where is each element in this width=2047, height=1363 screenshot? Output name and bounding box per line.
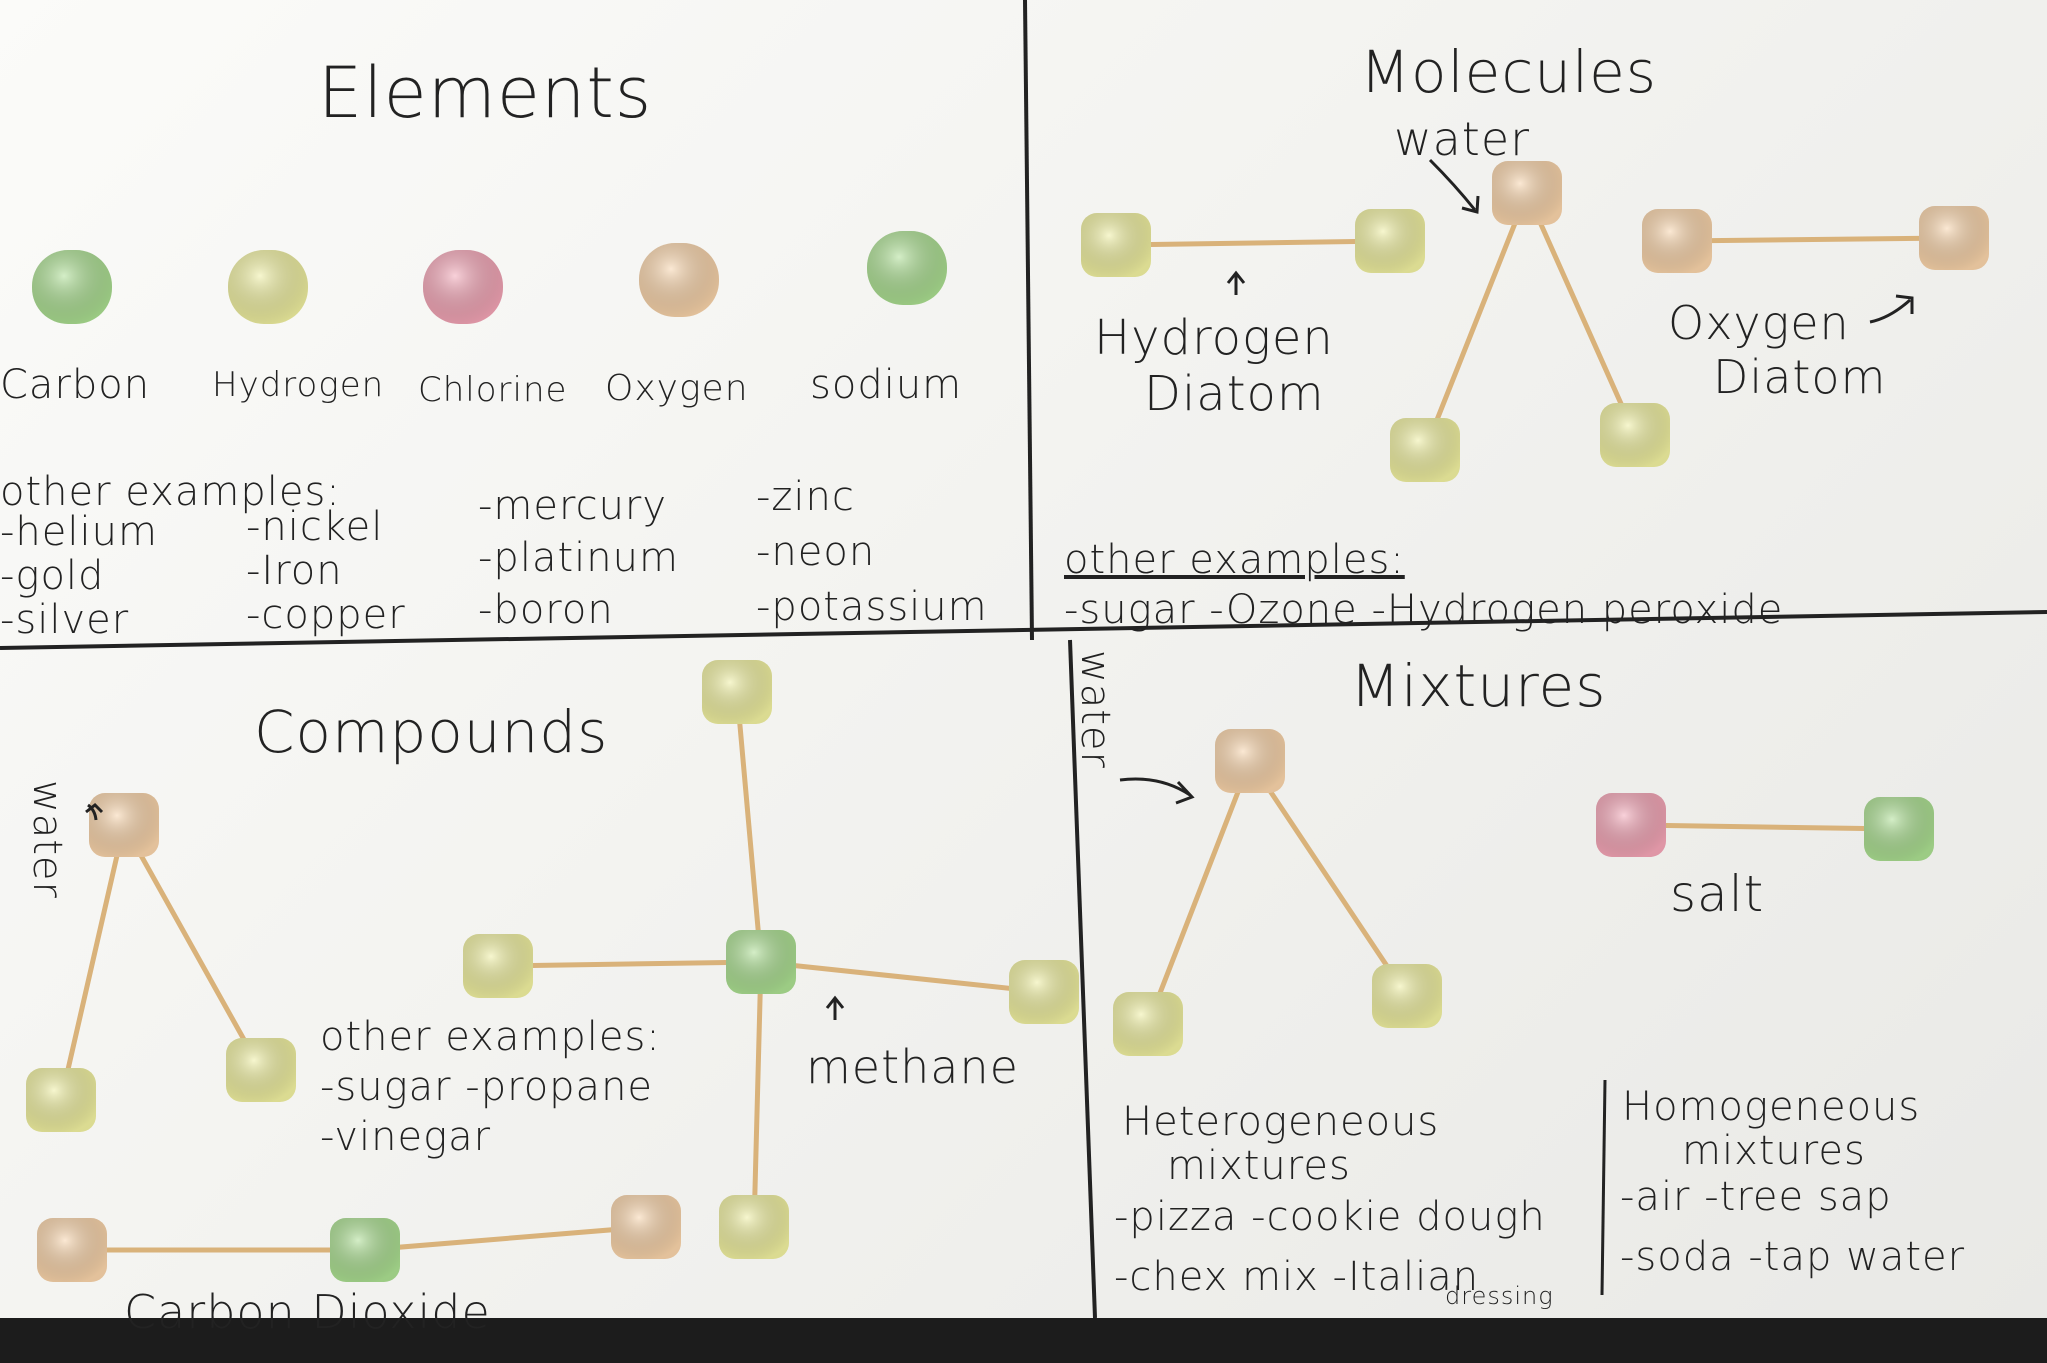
toothpick — [734, 689, 764, 965]
divider-mixtures — [1600, 1079, 1607, 1296]
sodium-label: sodium — [810, 362, 963, 408]
elements-other-col2: -nickel-Iron-copper — [246, 504, 406, 638]
toothpick — [362, 1224, 649, 1253]
chlorine-label: Chlorine — [418, 370, 568, 410]
marshmallow — [228, 250, 308, 324]
toothpick — [1145, 758, 1253, 1027]
carbon-dioxide-label: Carbon Dioxide — [124, 1285, 491, 1339]
poster-drawing — [0, 0, 2047, 1318]
marshmallow — [702, 660, 772, 724]
marshmallow — [1642, 209, 1712, 273]
molecules-title: Molecules — [1360, 38, 1657, 106]
mixtures-water-label: water — [1072, 650, 1118, 769]
molecules-water-label: water — [1394, 112, 1531, 166]
marshmallow — [1596, 793, 1666, 857]
toothpick — [1247, 758, 1410, 999]
elements-other-col1: -helium-gold-silver — [0, 509, 158, 643]
marshmallow — [26, 1068, 96, 1132]
homogeneous-line1: -air -tree sap — [1620, 1174, 1892, 1220]
marshmallow — [1081, 213, 1151, 277]
marshmallow — [423, 250, 503, 324]
marshmallow — [463, 934, 533, 998]
marshmallow — [37, 1218, 107, 1282]
toothpick — [58, 822, 127, 1103]
divider-vertical-top — [1023, 0, 1034, 641]
marshmallow — [1113, 992, 1183, 1056]
carbon-label: Carbon — [0, 362, 151, 408]
homogeneous-line2: -soda -tap water — [1620, 1234, 1966, 1280]
poster: Elements Carbon Hydrogen Chlorine Oxygen… — [0, 0, 2047, 1318]
mixtures-title: Mixtures — [1350, 652, 1607, 720]
compounds-other-line1: -sugar -propane — [320, 1064, 654, 1110]
marshmallow — [1390, 418, 1460, 482]
salt-label: salt — [1670, 865, 1765, 923]
toothpick — [1674, 235, 1957, 244]
oxygen-label: Oxygen — [605, 368, 749, 409]
heterogeneous-line2b: dressing — [1445, 1282, 1554, 1310]
molecules-other-line: -sugar -Ozone -Hydrogen peroxide — [1064, 587, 1784, 633]
heterogeneous-line1: -pizza -cookie dough — [1114, 1194, 1546, 1240]
marshmallow — [1864, 797, 1934, 861]
marshmallow — [1919, 206, 1989, 270]
marshmallow — [330, 1218, 400, 1282]
molecules-other-heading: other examples: — [1064, 537, 1405, 583]
marshmallow — [1355, 209, 1425, 273]
toothpick — [121, 822, 264, 1073]
marshmallow — [32, 250, 112, 324]
marshmallow — [726, 930, 796, 994]
elements-other-col3: -mercury-platinum-boron — [478, 483, 679, 633]
elements-other-heading: other examples: — [0, 469, 341, 515]
toothpick — [495, 959, 764, 969]
marshmallow — [226, 1038, 296, 1102]
compounds-water-label: water — [24, 780, 70, 899]
marshmallow — [89, 793, 159, 857]
marshmallow — [1492, 161, 1562, 225]
toothpick — [1628, 822, 1902, 832]
marshmallow — [1215, 729, 1285, 793]
hydrogen-label: Hydrogen — [212, 365, 385, 405]
compounds-other-line2: -vinegar — [320, 1114, 492, 1160]
marshmallow — [639, 243, 719, 317]
arrow-icons — [85, 158, 1914, 1020]
elements-title: Elements — [318, 52, 653, 134]
marshmallow — [1009, 960, 1079, 1024]
toothpick — [1422, 190, 1530, 453]
methane-label: methane — [806, 1040, 1019, 1094]
marshmallow — [719, 1195, 789, 1259]
elements-other-col4: -zinc-neon-potassium — [756, 474, 988, 630]
heterogeneous-line2: -chex mix -Italian — [1114, 1254, 1480, 1300]
divider-horizontal — [0, 610, 2047, 650]
toothpick — [1113, 238, 1393, 248]
compounds-other-heading: other examples: — [320, 1014, 661, 1060]
marshmallow — [867, 231, 947, 305]
toothpick — [751, 959, 764, 1230]
compounds-title: Compounds — [254, 698, 609, 766]
toothpick — [758, 959, 1047, 995]
marshmallow — [611, 1195, 681, 1259]
marshmallow — [1372, 964, 1442, 1028]
toothpick — [1524, 190, 1638, 438]
divider-vertical-bottom — [1068, 639, 1097, 1318]
marshmallow — [1600, 403, 1670, 467]
